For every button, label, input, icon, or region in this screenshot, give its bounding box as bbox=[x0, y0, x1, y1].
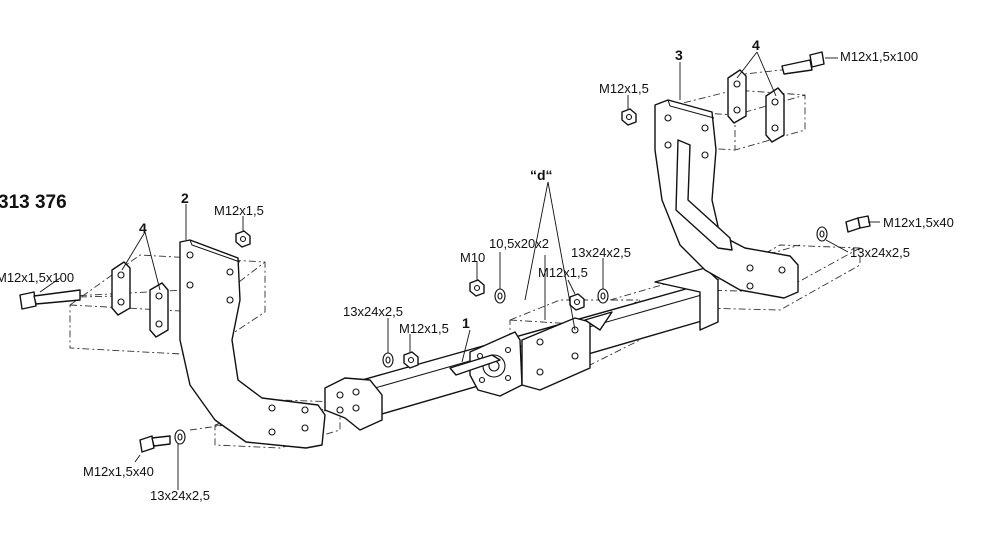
part-3-callout: 3 bbox=[675, 47, 683, 63]
left-clamp-plates-part-4 bbox=[111, 261, 169, 338]
label-washer-center-left: 13x24x2,5 bbox=[343, 304, 403, 319]
label-bolt-right-top: M12x1,5x100 bbox=[840, 49, 918, 64]
label-bolt-left-top: M12x1,5x100 bbox=[0, 270, 74, 285]
detail-d-callout: “d“ bbox=[530, 167, 553, 183]
right-bracket-part-3 bbox=[654, 99, 799, 299]
label-washer-right-side: 13x24x2,5 bbox=[850, 245, 910, 260]
label-washer-left-bottom: 13x24x2,5 bbox=[150, 488, 210, 503]
label-nut-center-right: M12x1,5 bbox=[538, 265, 588, 280]
labels: 313 376 2 4 1 3 4 “d“ M12x1,5x100 M12x1,… bbox=[0, 37, 954, 503]
label-nut-m10: M10 bbox=[460, 250, 485, 265]
label-bolt-right-side: M12x1,5x40 bbox=[883, 215, 954, 230]
part-2-callout: 2 bbox=[181, 190, 189, 206]
left-bracket-part-2 bbox=[179, 239, 326, 449]
label-nut-left-top: M12x1,5 bbox=[214, 203, 264, 218]
label-nut-right-top: M12x1,5 bbox=[599, 81, 649, 96]
part-4-right-callout: 4 bbox=[752, 37, 760, 53]
right-clamp-plates-part-4 bbox=[727, 69, 785, 143]
fasteners bbox=[19, 51, 871, 453]
part-4-left-callout: 4 bbox=[139, 220, 147, 236]
label-washer-105: 10,5x20x2 bbox=[489, 236, 549, 251]
part-1-callout: 1 bbox=[462, 315, 470, 331]
label-bolt-left-bottom: M12x1,5x40 bbox=[83, 464, 154, 479]
leader-lines bbox=[39, 51, 880, 490]
label-nut-center-left: M12x1,5 bbox=[399, 321, 449, 336]
label-washer-center-right: 13x24x2,5 bbox=[571, 245, 631, 260]
part-number: 313 376 bbox=[0, 192, 67, 213]
cross-member-part-1 bbox=[324, 267, 719, 431]
